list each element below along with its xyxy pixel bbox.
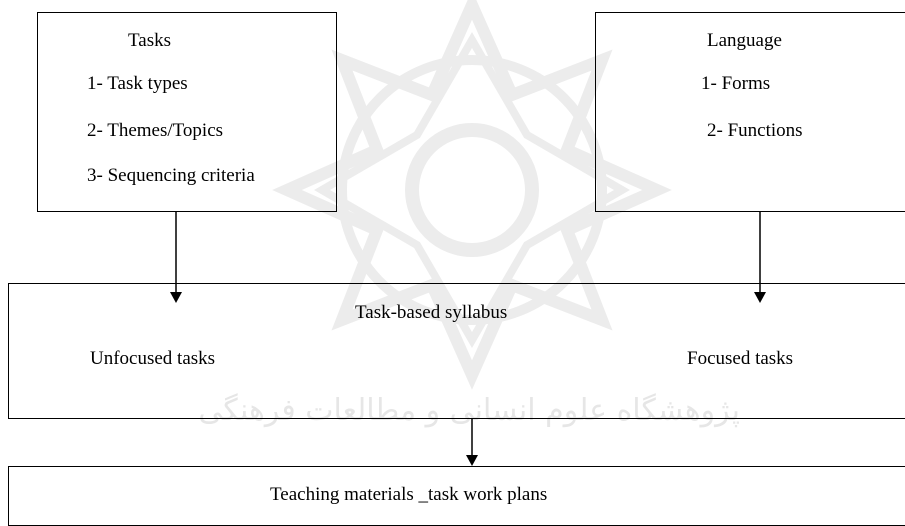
focused-tasks-label: Focused tasks [687, 348, 794, 369]
tasks-title: Tasks [128, 30, 172, 51]
materials-title: Teaching materials _task work plans [270, 484, 548, 505]
unfocused-tasks-label: Unfocused tasks [90, 348, 216, 369]
language-title: Language [707, 30, 782, 51]
language-item-1: 1- Forms [701, 73, 771, 94]
syllabus-to-materials-arrowhead [466, 455, 478, 466]
syllabus-title: Task-based syllabus [355, 302, 508, 323]
language-box [595, 12, 905, 212]
tasks-box [37, 12, 337, 212]
tasks-item-3: 3- Sequencing criteria [87, 165, 255, 186]
syllabus-box [8, 283, 905, 419]
language-item-2: 2- Functions [707, 120, 803, 141]
tasks-item-1: 1- Task types [87, 73, 188, 94]
tasks-item-2: 2- Themes/Topics [87, 120, 224, 141]
